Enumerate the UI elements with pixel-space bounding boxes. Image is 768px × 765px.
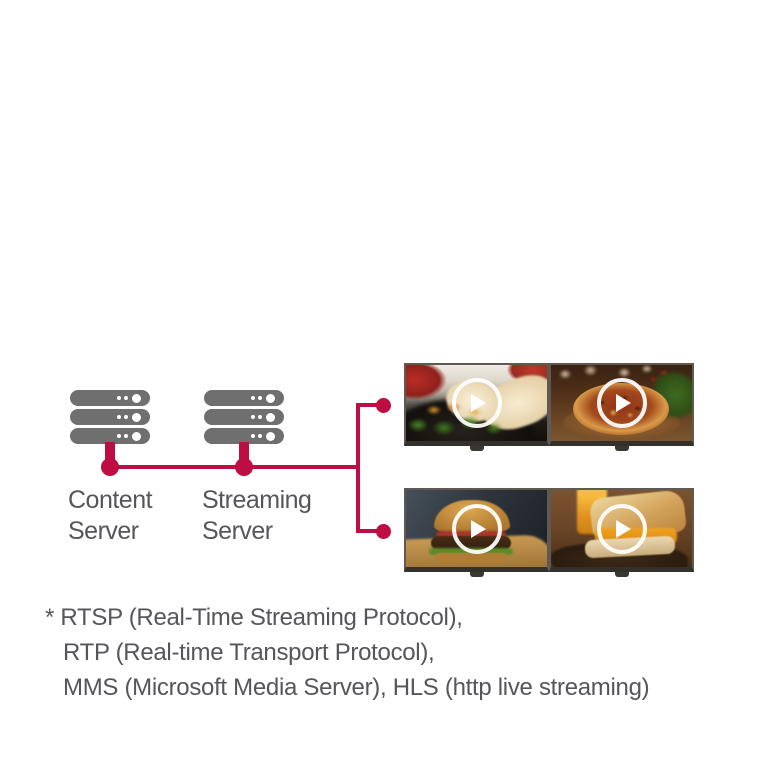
content-server-icon — [70, 390, 150, 447]
node-dot-streaming-server — [235, 458, 253, 476]
connector-main-line — [110, 465, 358, 469]
node-dot-display-row2 — [376, 524, 391, 539]
connector-branch-bottom — [358, 529, 379, 533]
play-icon — [451, 378, 502, 428]
signage-display — [404, 488, 549, 577]
signage-display — [549, 488, 694, 577]
footnote-line-2: RTP (Real-time Transport Protocol), — [63, 639, 435, 666]
streaming-server-label: Streaming Server — [202, 486, 312, 545]
server-stack-icon — [70, 409, 150, 425]
burger-video — [406, 490, 547, 567]
pizza-video — [551, 365, 692, 441]
play-icon — [451, 503, 502, 554]
display-row-2 — [404, 488, 694, 577]
display-stand — [469, 572, 484, 577]
server-stack-icon — [204, 390, 284, 406]
connector-stub-content — [105, 442, 115, 464]
node-dot-display-row1 — [376, 398, 391, 413]
connector-branch-top — [358, 403, 379, 407]
connector-stub-streaming — [239, 442, 249, 464]
node-dot-content-server — [101, 458, 119, 476]
footnote-line-3: MMS (Microsoft Media Server), HLS (http … — [63, 674, 650, 701]
signage-display — [549, 363, 694, 451]
streaming-server-icon — [204, 390, 284, 447]
server-stack-icon — [70, 428, 150, 444]
display-stand — [614, 572, 629, 577]
grilled-cheese-video — [551, 490, 692, 567]
display-stand — [614, 446, 629, 451]
server-stack-icon — [70, 390, 150, 406]
connector-vertical-line — [356, 403, 360, 533]
content-server-label: Content Server — [68, 486, 153, 545]
fajita-wrap-video — [406, 365, 547, 441]
display-row-1 — [404, 363, 694, 451]
signage-display — [404, 363, 549, 451]
footnote-line-1: * RTSP (Real-Time Streaming Protocol), — [45, 604, 463, 631]
play-icon — [596, 378, 647, 428]
protocol-footnote: * RTSP (Real-Time Streaming Protocol), R… — [45, 600, 650, 705]
display-stand — [469, 446, 484, 451]
play-icon — [596, 503, 647, 554]
server-stack-icon — [204, 409, 284, 425]
server-stack-icon — [204, 428, 284, 444]
